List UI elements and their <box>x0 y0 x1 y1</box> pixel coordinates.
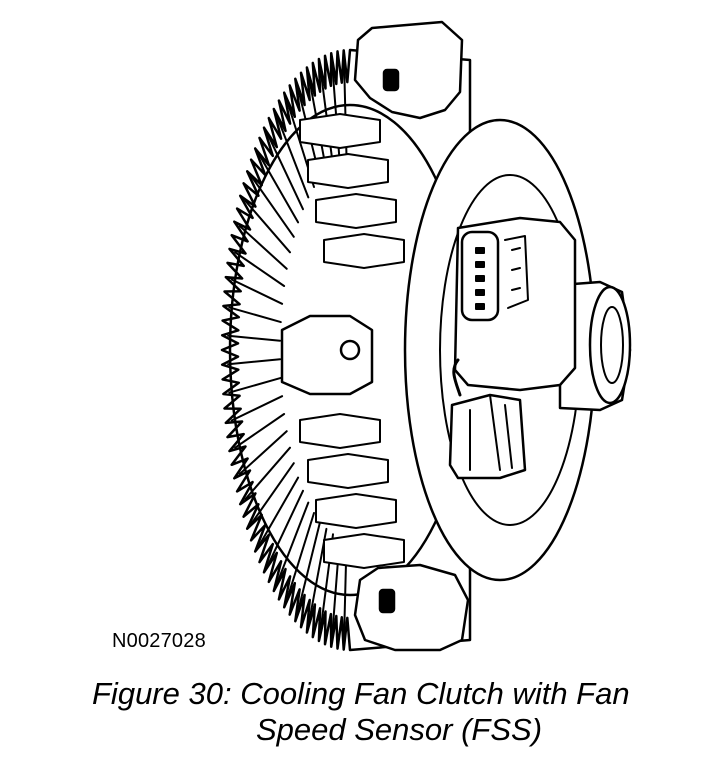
fin-line <box>251 462 295 524</box>
fin-line <box>238 430 288 475</box>
fin-block <box>307 453 389 489</box>
fin-line <box>258 476 300 546</box>
fin-line <box>228 376 282 394</box>
fin-block <box>299 413 381 449</box>
stepped-fin-blocks <box>299 113 405 569</box>
fin-line <box>244 446 291 501</box>
fin-line <box>267 489 304 566</box>
sensor-harness <box>452 358 462 397</box>
fin-line <box>296 520 322 614</box>
connector-pins <box>475 247 485 310</box>
fin-block <box>323 233 405 269</box>
connector-latch <box>504 235 529 309</box>
fin-line <box>234 251 286 287</box>
hub-bore <box>600 306 624 384</box>
fin-line <box>228 306 282 324</box>
fin-line <box>230 278 284 305</box>
fin-block <box>307 153 389 189</box>
fin-block <box>299 113 381 149</box>
caption-line-2: Speed Sensor (FSS) <box>256 712 543 747</box>
fin-line <box>244 199 291 254</box>
fin-line <box>238 225 288 270</box>
fin-line <box>227 358 282 366</box>
fin-line <box>251 176 295 238</box>
center-bolt-hole <box>339 339 361 361</box>
fin-line <box>258 154 300 224</box>
mounting-boss-top-hole <box>382 68 400 92</box>
fin-line <box>276 116 310 199</box>
part-number-label: N0027028 <box>112 630 206 652</box>
center-bolt-boss <box>280 314 374 396</box>
fin-line <box>230 395 284 422</box>
fin-block <box>323 533 405 569</box>
mounting-boss-top <box>353 20 464 120</box>
fin-line <box>267 134 304 211</box>
fin-block <box>315 493 397 529</box>
caption-line-1: Figure 30: Cooling Fan Clutch with Fan <box>92 676 630 711</box>
mounting-boss-bottom <box>353 563 470 652</box>
mounting-boss-bottom-hole <box>378 588 396 614</box>
fin-line <box>286 512 315 600</box>
fin-line <box>227 334 282 342</box>
fan-speed-sensor <box>448 393 527 480</box>
sensor-bracket <box>469 394 513 471</box>
fan-clutch-illustration <box>220 20 632 652</box>
radial-fins <box>227 59 348 641</box>
fin-block <box>315 193 397 229</box>
fin-line <box>234 413 286 449</box>
fin-line <box>276 501 310 584</box>
